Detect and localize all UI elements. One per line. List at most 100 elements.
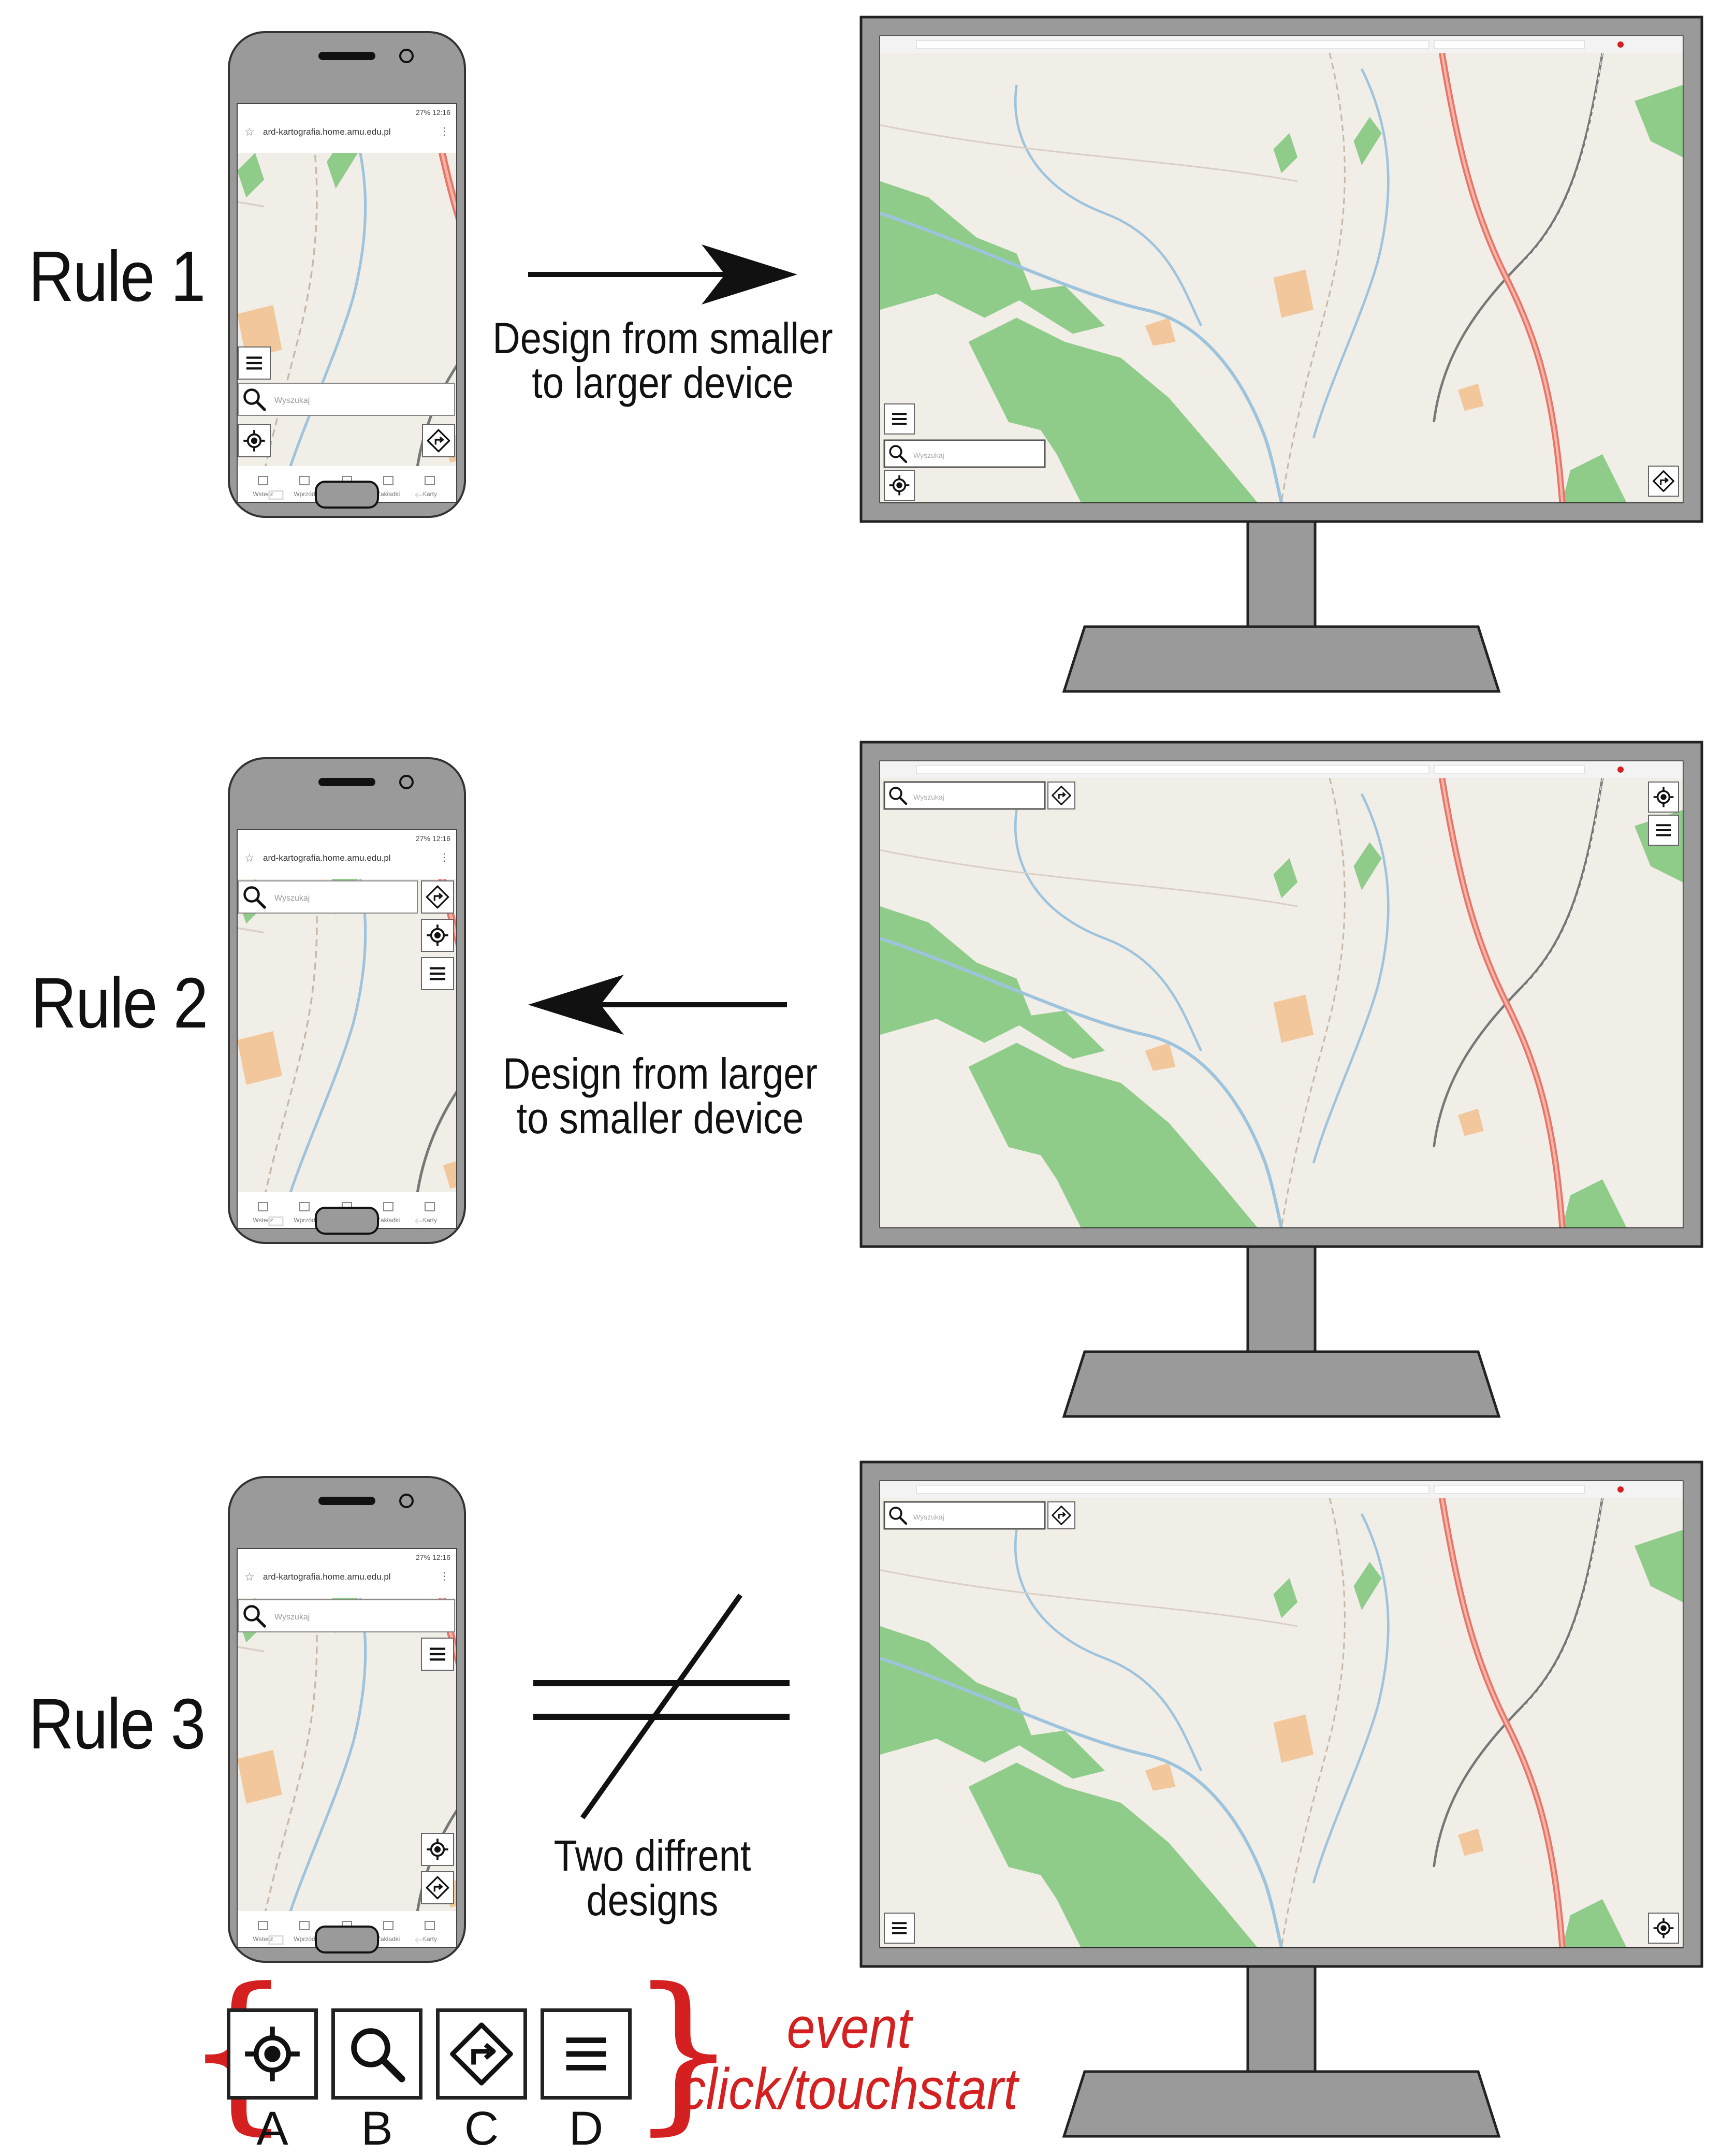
address-bar[interactable]	[916, 765, 1430, 774]
browser-search-bar[interactable]	[1434, 1485, 1585, 1494]
legend-letter-b: B	[361, 2102, 393, 2155]
monitor-rule-1: Wyszukaj	[859, 16, 1703, 693]
browser-extension-icon[interactable]	[1617, 1486, 1624, 1493]
browser-search-bar[interactable]	[1434, 40, 1585, 49]
locate-button[interactable]	[1648, 782, 1679, 813]
monitor-base	[1062, 1350, 1501, 1418]
nav-item-0[interactable]: Wstecz	[253, 490, 273, 498]
nav-item-4[interactable]: Karty	[422, 490, 437, 498]
monitor-map[interactable]	[880, 778, 1683, 1227]
nav-item-0[interactable]: Wstecz	[253, 1935, 273, 1943]
legend-letter-a: A	[256, 2102, 288, 2155]
nav-item-3[interactable]: Zakładki	[377, 1935, 400, 1943]
nav-item-1[interactable]: Wprzód	[294, 1217, 315, 1224]
phone-speaker	[318, 1497, 375, 1505]
directions-button[interactable]	[1047, 782, 1075, 809]
monitor-rule-2: Wyszukaj	[859, 741, 1703, 1418]
legend-close-brace: }	[629, 1951, 738, 2150]
rule-2-caption-line1: Design from larger	[502, 1049, 818, 1098]
directions-button[interactable]	[1047, 1501, 1075, 1529]
directions-button[interactable]	[421, 1871, 454, 1904]
locate-button[interactable]	[884, 470, 915, 501]
browser-search-bar[interactable]	[1434, 765, 1585, 774]
locate-button[interactable]	[421, 1833, 454, 1866]
legend-box-c	[436, 2008, 527, 2100]
address-bar[interactable]	[916, 1485, 1430, 1494]
search-box[interactable]: Wyszukaj	[238, 383, 455, 416]
legend-box-d	[541, 2008, 632, 2100]
locate-button[interactable]	[1648, 1913, 1679, 1944]
nav-item-1[interactable]: Wprzód	[294, 490, 315, 498]
menu-button[interactable]	[884, 403, 915, 435]
directions-button[interactable]	[1648, 466, 1679, 497]
kebab-menu-icon[interactable]: ⋮	[439, 1571, 449, 1582]
menu-button[interactable]	[238, 346, 271, 380]
monitor-map[interactable]	[880, 53, 1683, 502]
left-arrow	[528, 975, 787, 1035]
monitor-base	[1062, 2070, 1501, 2138]
browser-extension-icon[interactable]	[1617, 41, 1624, 48]
search-box[interactable]: Wyszukaj	[883, 1501, 1046, 1530]
star-icon[interactable]: ☆	[244, 125, 255, 138]
phone-url[interactable]: ard-kartografia.home.amu.edu.pl	[263, 1572, 391, 1582]
monitor-rule-3: Wyszukaj	[859, 1460, 1703, 2138]
search-box[interactable]: Wyszukaj	[238, 880, 418, 914]
menu-button[interactable]	[421, 957, 454, 990]
directions-button[interactable]	[422, 424, 455, 457]
nav-item-3[interactable]: Zakładki	[377, 490, 400, 498]
back-icon[interactable]: ↩	[414, 1932, 426, 1947]
search-icon	[346, 2023, 408, 2085]
home-button[interactable]	[315, 1207, 379, 1235]
browser-extension-icon[interactable]	[1617, 766, 1624, 773]
recent-apps-icon[interactable]	[268, 1935, 284, 1945]
search-box[interactable]: Wyszukaj	[883, 439, 1046, 468]
phone-url[interactable]: ard-kartografia.home.amu.edu.pl	[263, 853, 391, 863]
rule-1-label: Rule 1	[28, 237, 206, 316]
rule-2-caption: Design from larger to smaller device	[487, 1051, 834, 1140]
back-icon[interactable]: ↩	[414, 487, 426, 502]
rule-2-caption-line2: to smaller device	[516, 1094, 804, 1142]
phone-url[interactable]: ard-kartografia.home.amu.edu.pl	[263, 127, 391, 137]
nav-item-4[interactable]: Karty	[422, 1935, 437, 1943]
locate-button[interactable]	[421, 919, 454, 952]
directions-button[interactable]	[421, 880, 454, 914]
rule-2-label: Rule 2	[31, 963, 208, 1043]
rule-3-caption: Two diffrent designs	[479, 1833, 826, 1922]
menu-button[interactable]	[421, 1638, 454, 1671]
directions-icon	[448, 2021, 515, 2087]
monitor-map[interactable]	[880, 1498, 1683, 1947]
phone-speaker	[318, 52, 375, 60]
phone-camera	[399, 775, 414, 789]
event-type-label: click/touchstart	[680, 2057, 1018, 2121]
monitor-neck	[1246, 1965, 1317, 2077]
kebab-menu-icon[interactable]: ⋮	[439, 126, 449, 137]
nav-item-3[interactable]: Zakładki	[377, 1217, 400, 1224]
monitor-base	[1062, 625, 1501, 693]
nav-item-4[interactable]: Karty	[422, 1217, 437, 1224]
nav-item-1[interactable]: Wprzód	[294, 1935, 315, 1943]
search-box[interactable]: Wyszukaj	[883, 781, 1046, 810]
legend-letter-c: C	[464, 2102, 499, 2155]
not-equal-sign	[533, 1594, 790, 1819]
rule-3-caption-line1: Two diffrent	[553, 1831, 751, 1880]
locate-button[interactable]	[238, 424, 271, 457]
rule-1-caption-line1: Design from smaller	[492, 314, 833, 363]
recent-apps-icon[interactable]	[268, 1216, 284, 1226]
search-placeholder: Wyszukaj	[274, 396, 310, 405]
address-bar[interactable]	[916, 40, 1430, 49]
nav-item-0[interactable]: Wstecz	[253, 1217, 273, 1224]
search-placeholder: Wyszukaj	[274, 894, 310, 903]
kebab-menu-icon[interactable]: ⋮	[439, 852, 449, 863]
recent-apps-icon[interactable]	[268, 490, 284, 500]
legend-letter-d: D	[568, 2102, 604, 2155]
menu-button[interactable]	[884, 1913, 915, 1944]
menu-button[interactable]	[1648, 815, 1679, 846]
phone-rule-1: 27% 12:16 ☆ ard-kartografia.home.amu.edu…	[228, 31, 466, 518]
home-button[interactable]	[315, 481, 379, 509]
home-button[interactable]	[315, 1926, 379, 1954]
back-icon[interactable]: ↩	[414, 1213, 426, 1228]
star-icon[interactable]: ☆	[244, 1570, 255, 1583]
search-placeholder: Wyszukaj	[913, 451, 944, 459]
star-icon[interactable]: ☆	[244, 851, 255, 864]
search-box[interactable]: Wyszukaj	[238, 1599, 455, 1632]
